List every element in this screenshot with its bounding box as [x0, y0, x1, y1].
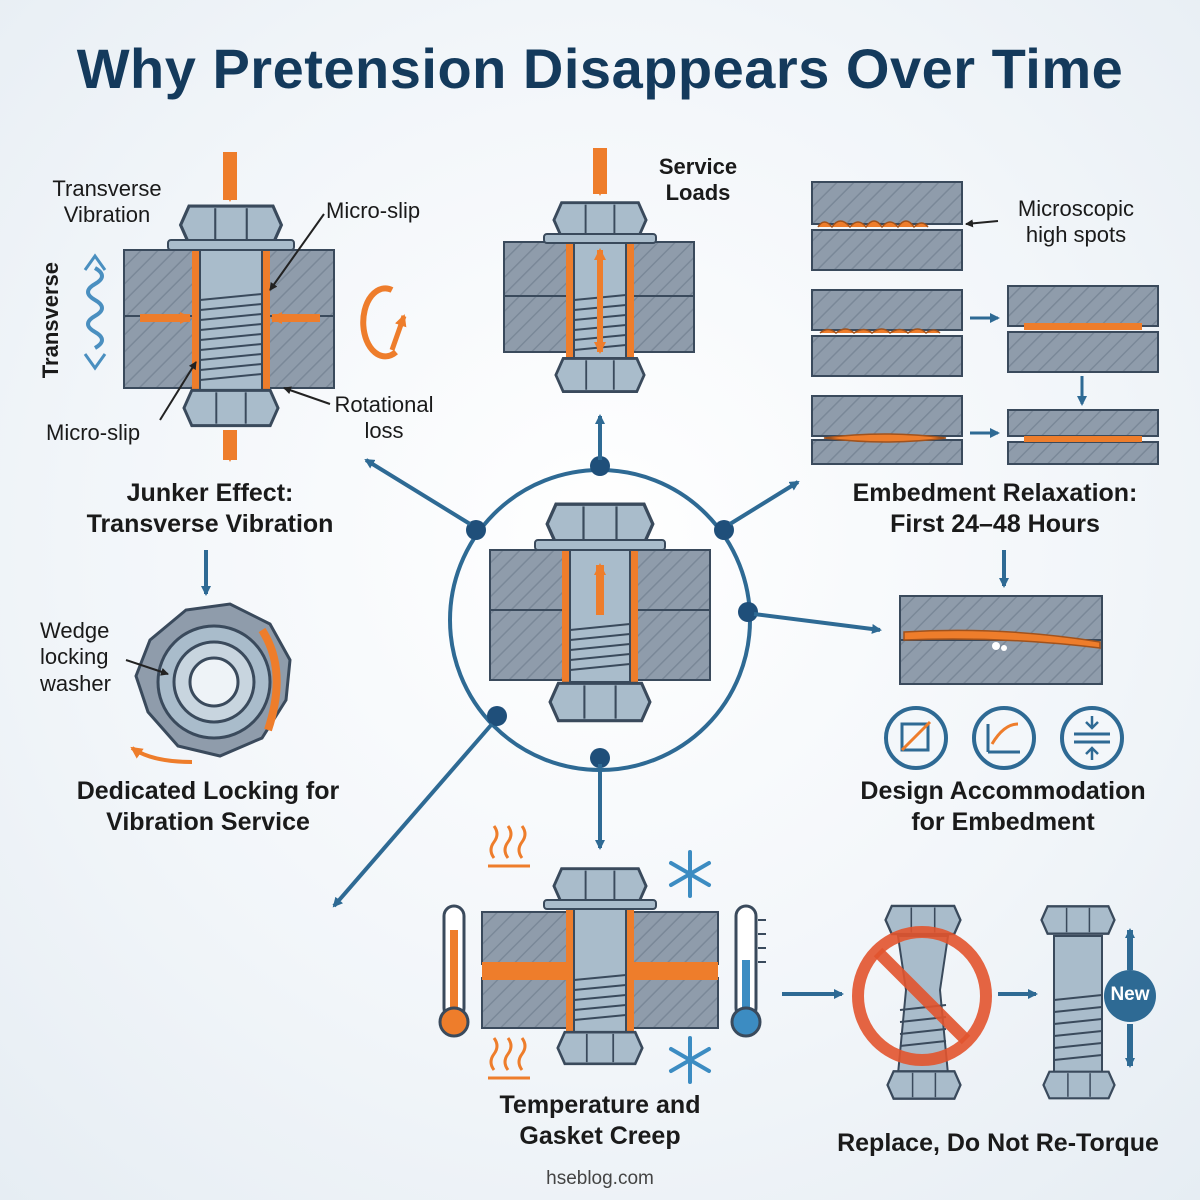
embedment-surfaces-diagram [811, 181, 1159, 465]
washer-label-line: washer [40, 670, 111, 696]
wedge-washer-label: Wedge locking washer [40, 618, 136, 697]
new-bolt [1040, 904, 1156, 1100]
new-badge [1104, 970, 1156, 1022]
vibration-label-line: Vibration [63, 202, 151, 228]
junker-side-label: Transverse [37, 261, 63, 379]
washer-label-line: locking [40, 644, 109, 670]
rotational-loss-label: Rotational loss [326, 392, 442, 445]
connector-arrows [201, 414, 1038, 999]
high-spots-label: Microscopic high spots [1004, 196, 1148, 249]
locking-heading-line: Vibration Service [106, 808, 310, 837]
service-loads-label: Service Loads [652, 154, 744, 207]
design-heading: Design Accommodation for Embedment [840, 776, 1166, 839]
compression-icon [1060, 706, 1124, 770]
preload-curve-icon [972, 706, 1036, 770]
washer-label-line: Wedge [40, 618, 110, 643]
locking-heading: Dedicated Locking for Vibration Service [50, 776, 366, 839]
embedment-heading-line: First 24–48 Hours [890, 510, 1100, 539]
service-label-line: Service [658, 154, 738, 179]
thermometer-hot-icon [438, 904, 470, 1038]
junker-heading-line: Junker Effect: [126, 479, 294, 507]
rotational-label-line: Rotational [334, 392, 434, 417]
embedment-joint-detail [899, 595, 1103, 685]
page-title: Why Pretension Disappears Over Time [76, 37, 1124, 100]
wedge-locking-washer [125, 602, 292, 764]
microslip-bottom-label: Micro-slip [46, 420, 141, 445]
junker-bolt-diagram [83, 152, 407, 462]
high-spots-label-line: Microscopic [1017, 196, 1135, 221]
rotational-label-line: loss [364, 418, 404, 444]
surface-finish-icon [884, 706, 948, 770]
thermometer-cold-icon [730, 904, 766, 1038]
snowflake-icon [669, 850, 711, 1084]
locking-heading-line: Dedicated Locking for [76, 777, 340, 805]
stretched-bolt-prohibited [852, 904, 992, 1100]
microslip-top-label: Micro-slip [326, 198, 421, 223]
junker-vibration-label: Transverse Vibration [44, 176, 170, 229]
junker-heading-line: Transverse Vibration [86, 510, 334, 539]
temperature-heading-line: Gasket Creep [519, 1122, 681, 1151]
design-heading-line: Design Accommodation [860, 777, 1146, 805]
high-spots-label-line: high spots [1025, 222, 1127, 248]
design-icons [884, 706, 1124, 770]
vibration-label-line: Transverse [52, 176, 162, 201]
design-heading-line: for Embedment [911, 808, 1095, 837]
new-badge-label: New [1110, 984, 1150, 1005]
temperature-heading-line: Temperature and [499, 1091, 701, 1119]
embedment-heading: Embedment Relaxation: First 24–48 Hours [830, 478, 1160, 541]
service-load-bolt-diagram [503, 148, 695, 393]
embedment-heading-line: Embedment Relaxation: [852, 479, 1138, 507]
central-bolt-diagram [448, 456, 758, 772]
temperature-bolt-diagram [438, 825, 766, 1084]
temperature-heading: Temperature and Gasket Creep [460, 1090, 740, 1153]
heat-waves-icon [488, 825, 530, 1080]
replace-heading: Replace, Do Not Re-Torque [837, 1129, 1159, 1157]
site-credit: hseblog.com [546, 1168, 654, 1189]
prohibited-icon [852, 926, 992, 1066]
service-label-line: Loads [665, 180, 731, 206]
junker-heading: Junker Effect: Transverse Vibration [60, 478, 360, 541]
